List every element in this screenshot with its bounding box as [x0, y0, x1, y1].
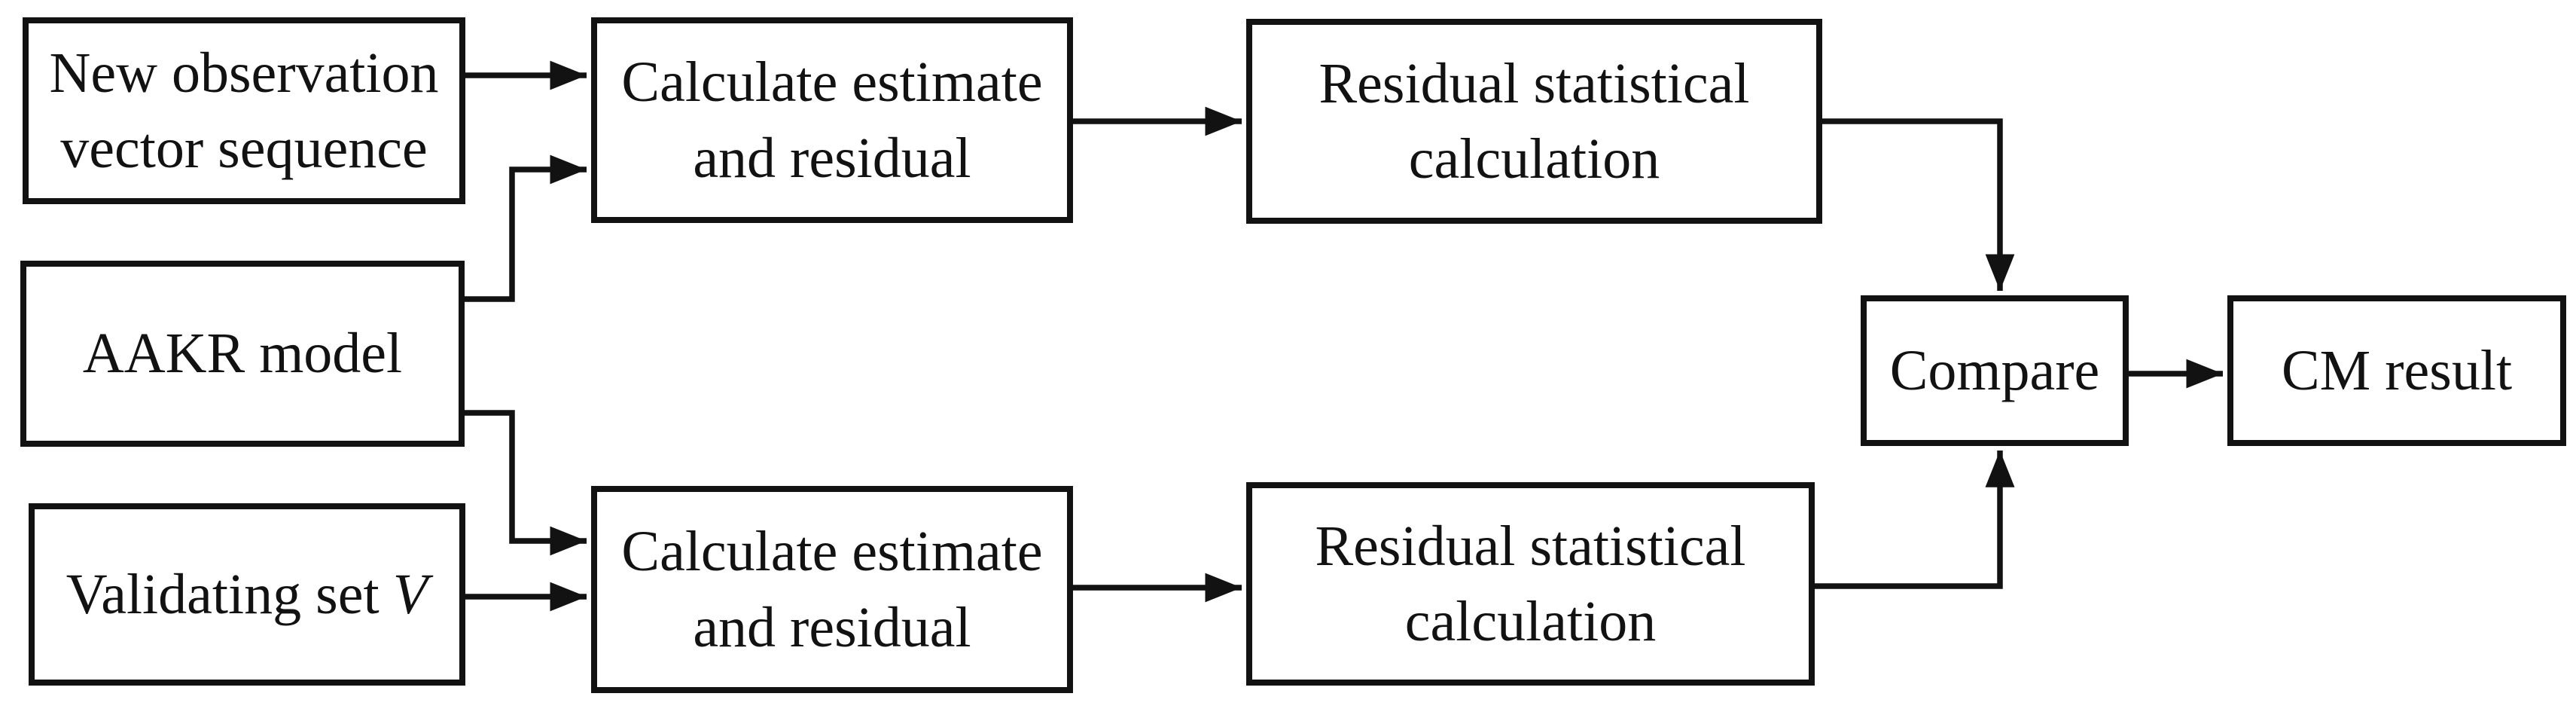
arrow-aakr-to-calc-bottom: [465, 410, 587, 556]
arrow-residual-bottom-to-compare: [1815, 451, 2015, 589]
node-label: Residual statistical calculation: [1315, 514, 1746, 653]
node-residual-statistical-calculation-bottom: Residual statistical calculation: [1246, 482, 1815, 686]
arrow-residual-top-to-compare: [1822, 118, 2015, 291]
node-residual-statistical-calculation-top: Residual statistical calculation: [1246, 19, 1822, 224]
node-label: Compare: [1889, 338, 2100, 402]
arrow-aakr-to-calc-top: [465, 154, 587, 302]
node-label: Residual statistical calculation: [1318, 51, 1750, 191]
node-label-variable: V: [392, 562, 428, 626]
node-new-observation-vector-sequence: New observation vector sequence: [23, 17, 465, 204]
node-calculate-estimate-residual-top: Calculate estimate and residual: [591, 17, 1073, 223]
node-label: Calculate estimate and residual: [621, 520, 1043, 659]
node-label: Calculate estimate and residual: [621, 50, 1043, 190]
node-label: CM result: [2281, 338, 2513, 402]
node-label: New observation vector sequence: [49, 41, 439, 180]
node-label: AAKR model: [82, 322, 403, 386]
node-compare: Compare: [1861, 295, 2129, 446]
node-label: Validating set: [66, 562, 380, 626]
node-aakr-model: AAKR model: [20, 261, 465, 447]
node-calculate-estimate-residual-bottom: Calculate estimate and residual: [591, 486, 1073, 693]
node-cm-result: CM result: [2227, 295, 2566, 446]
